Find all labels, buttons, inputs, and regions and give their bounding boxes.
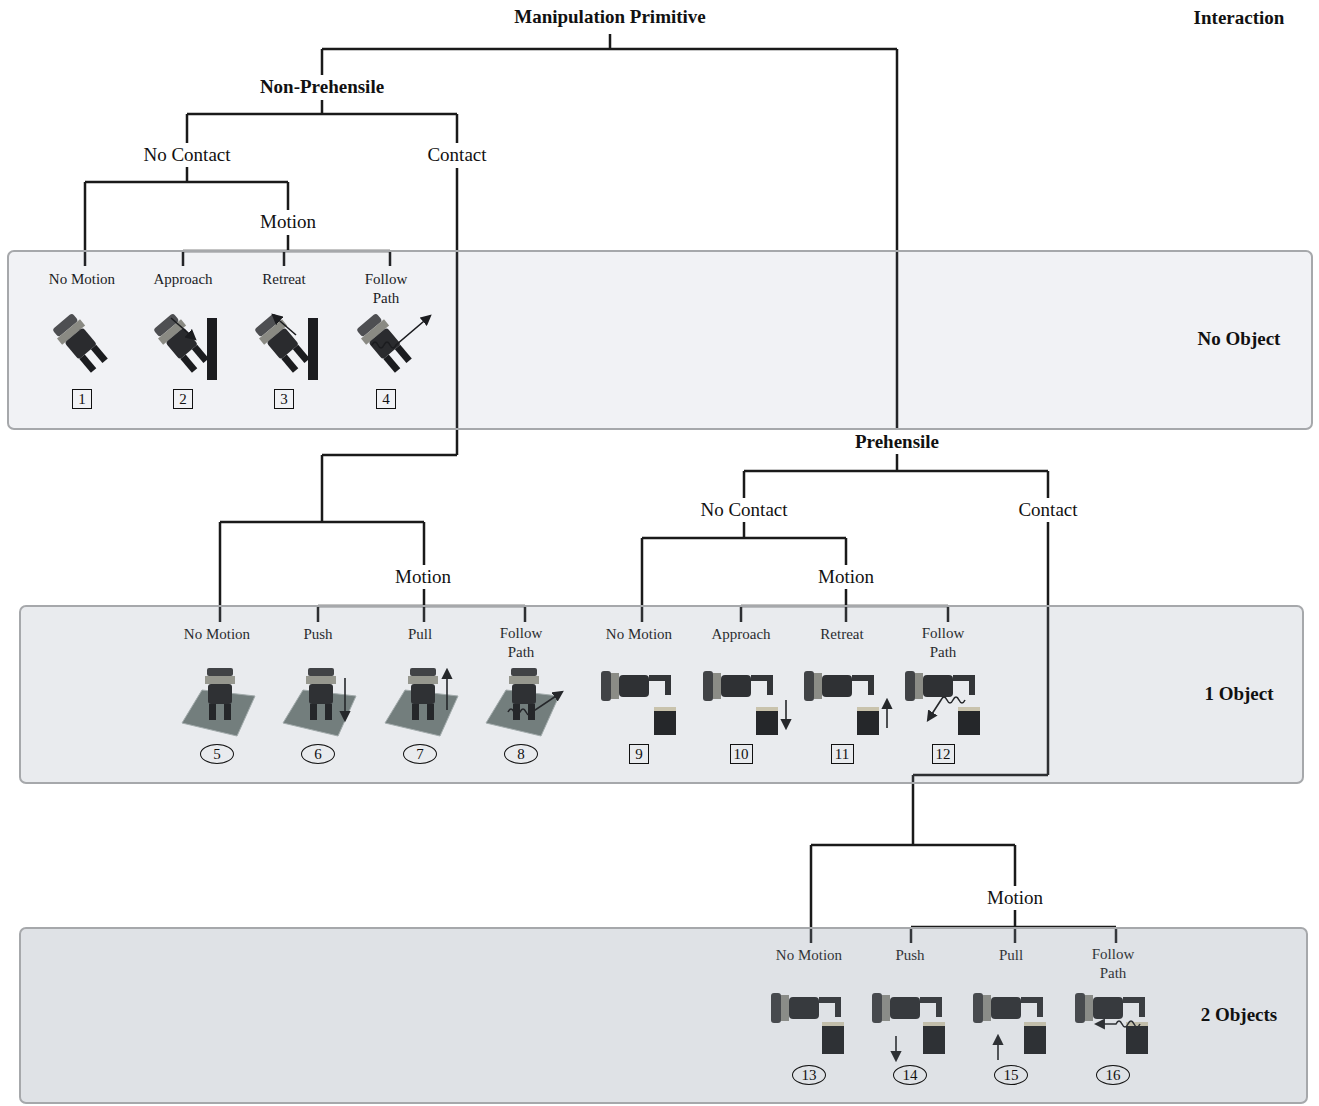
interaction-band: 2 Objects 13 14 15 16 — [19, 927, 1308, 1104]
item-number: 11 — [835, 747, 849, 762]
tree-line — [85, 34, 1116, 943]
boxed-number: 12 — [932, 744, 955, 764]
item-number: 4 — [382, 392, 390, 407]
item-number: 9 — [635, 747, 643, 762]
interaction-band: No Object 1 2 3 4 — [7, 250, 1313, 430]
band-title: 2 Objects — [1201, 1004, 1278, 1026]
boxed-number: 3 — [274, 389, 294, 409]
item-number: 10 — [734, 747, 749, 762]
item-number: 13 — [802, 1068, 817, 1083]
band-title: 1 Object — [1204, 683, 1273, 705]
tree-label: No Contact — [700, 499, 787, 522]
tree-label: Manipulation Primitive — [514, 6, 706, 29]
tree-label: Contact — [427, 144, 486, 167]
circled-number: 6 — [301, 744, 335, 764]
item-number: 2 — [179, 392, 187, 407]
item-number: 16 — [1106, 1068, 1121, 1083]
boxed-number: 9 — [629, 744, 649, 764]
tree-label: Interaction — [1194, 7, 1285, 30]
tree-label: Prehensile — [855, 431, 939, 454]
tree-label: Motion — [260, 211, 316, 234]
circled-number: 13 — [792, 1065, 826, 1085]
boxed-number: 11 — [831, 744, 854, 764]
item-number: 12 — [936, 747, 951, 762]
circled-number: 14 — [893, 1065, 927, 1085]
circled-number: 16 — [1096, 1065, 1130, 1085]
boxed-number: 10 — [730, 744, 753, 764]
item-number: 6 — [314, 747, 322, 762]
tree-label: Motion — [987, 887, 1043, 910]
item-number: 15 — [1004, 1068, 1019, 1083]
item-number: 14 — [903, 1068, 918, 1083]
circled-number: 8 — [504, 744, 538, 764]
item-number: 5 — [213, 747, 221, 762]
item-number: 1 — [78, 392, 86, 407]
tree-label: Motion — [818, 566, 874, 589]
circled-number: 7 — [403, 744, 437, 764]
item-number: 8 — [517, 747, 525, 762]
tree-label: Non-Prehensile — [260, 76, 384, 99]
band-title: No Object — [1198, 328, 1281, 350]
tree-label: Contact — [1018, 499, 1077, 522]
circled-number: 5 — [200, 744, 234, 764]
boxed-number: 1 — [72, 389, 92, 409]
item-number: 3 — [280, 392, 288, 407]
boxed-number: 2 — [173, 389, 193, 409]
item-number: 7 — [416, 747, 424, 762]
boxed-number: 4 — [376, 389, 396, 409]
tree-label: No Contact — [143, 144, 230, 167]
circled-number: 15 — [994, 1065, 1028, 1085]
interaction-band: 1 Object 5 6 7 8 9 10 11 12 — [19, 605, 1304, 784]
tree-label: Motion — [395, 566, 451, 589]
